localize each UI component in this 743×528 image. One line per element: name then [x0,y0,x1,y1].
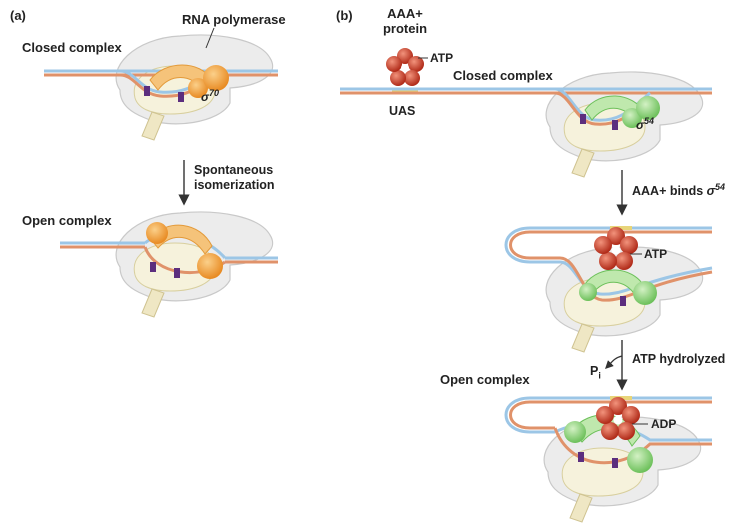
sigma54-domain [564,421,586,443]
binds-sigma-number: 54 [714,182,725,192]
aaa-protein-label: AAA+ protein [382,6,428,36]
isomerization-line1: Spontaneous [194,163,274,177]
atp-hydrolyzed-label: ATP hydrolyzed [632,352,726,366]
sigma54-domain [579,283,597,301]
aaa-protein-line2: protein [382,21,428,36]
dna-loop [504,396,712,434]
pi-base: P [590,364,599,378]
sigma54-domain [622,108,642,128]
aaa-protein-line1: AAA+ [387,6,423,21]
aaa-protein-top [386,48,424,86]
adp-label: ADP [651,417,677,431]
promoter-box [174,268,180,278]
isomerization-label: Spontaneous isomerization [194,163,275,193]
promoter-box [150,262,156,272]
promoter-box [580,114,586,124]
binds-text: AAA+ binds [632,184,707,199]
looped-complex-b [504,226,713,353]
sigma54-label: σ54 [636,114,654,133]
sigma54-domain [636,96,660,120]
sigma70-domain [203,65,229,91]
open-complex-b-label: Open complex [440,372,530,387]
panel-a-letter: (a) [10,8,26,23]
binds-label: AAA+ binds σ54 [632,180,725,199]
sigma70-label: σ70 [201,86,219,105]
pi-label: Pi [590,364,601,384]
uas-box [610,226,632,230]
sigma70-number: 70 [208,88,219,98]
binds-sigma-symbol: σ [706,184,715,199]
panel-b [340,48,713,523]
sigma70-domain [146,222,168,244]
rna-polymerase-body [115,211,274,318]
sigma70-domain [197,253,223,279]
pointer-line [205,27,215,49]
aaa-protein-bottom [596,397,640,440]
promoter-box [578,452,584,462]
promoter-box [178,92,184,102]
pi-sub: i [598,370,601,381]
aaa-protein-middle [594,227,638,270]
sigma54-domain [633,281,657,305]
pi-release-arrow [605,355,623,369]
promoter-box [144,86,150,96]
dna-duplex [60,241,278,264]
closed-complex-b-label: Closed complex [453,68,553,83]
sigma54-domain [627,447,653,473]
promoter-box [612,458,618,468]
dna-loop [504,226,713,302]
open-complex-b [504,396,712,523]
uas-label: UAS [389,104,416,118]
panel-b-letter: (b) [336,8,353,23]
promoter-box [612,120,618,130]
open-complex-a-label: Open complex [22,213,112,228]
sigma70-domain [188,78,208,98]
panel-a [44,27,278,318]
sigma70-symbol: σ [201,90,209,104]
rna-polymerase-label: RNA polymerase [182,12,286,27]
closed-complex-a-label: Closed complex [22,40,122,55]
closed-complex-a [44,27,278,141]
atp-top-label: ATP [430,51,454,65]
promoter-box [620,296,626,306]
atp-middle-label: ATP [644,247,668,261]
closed-complex-b [340,71,712,178]
open-complex-a [60,211,278,318]
sigma54-symbol: σ [636,118,644,132]
isomerization-line2: isomerization [194,178,275,192]
sigma54-number: 54 [643,116,654,126]
